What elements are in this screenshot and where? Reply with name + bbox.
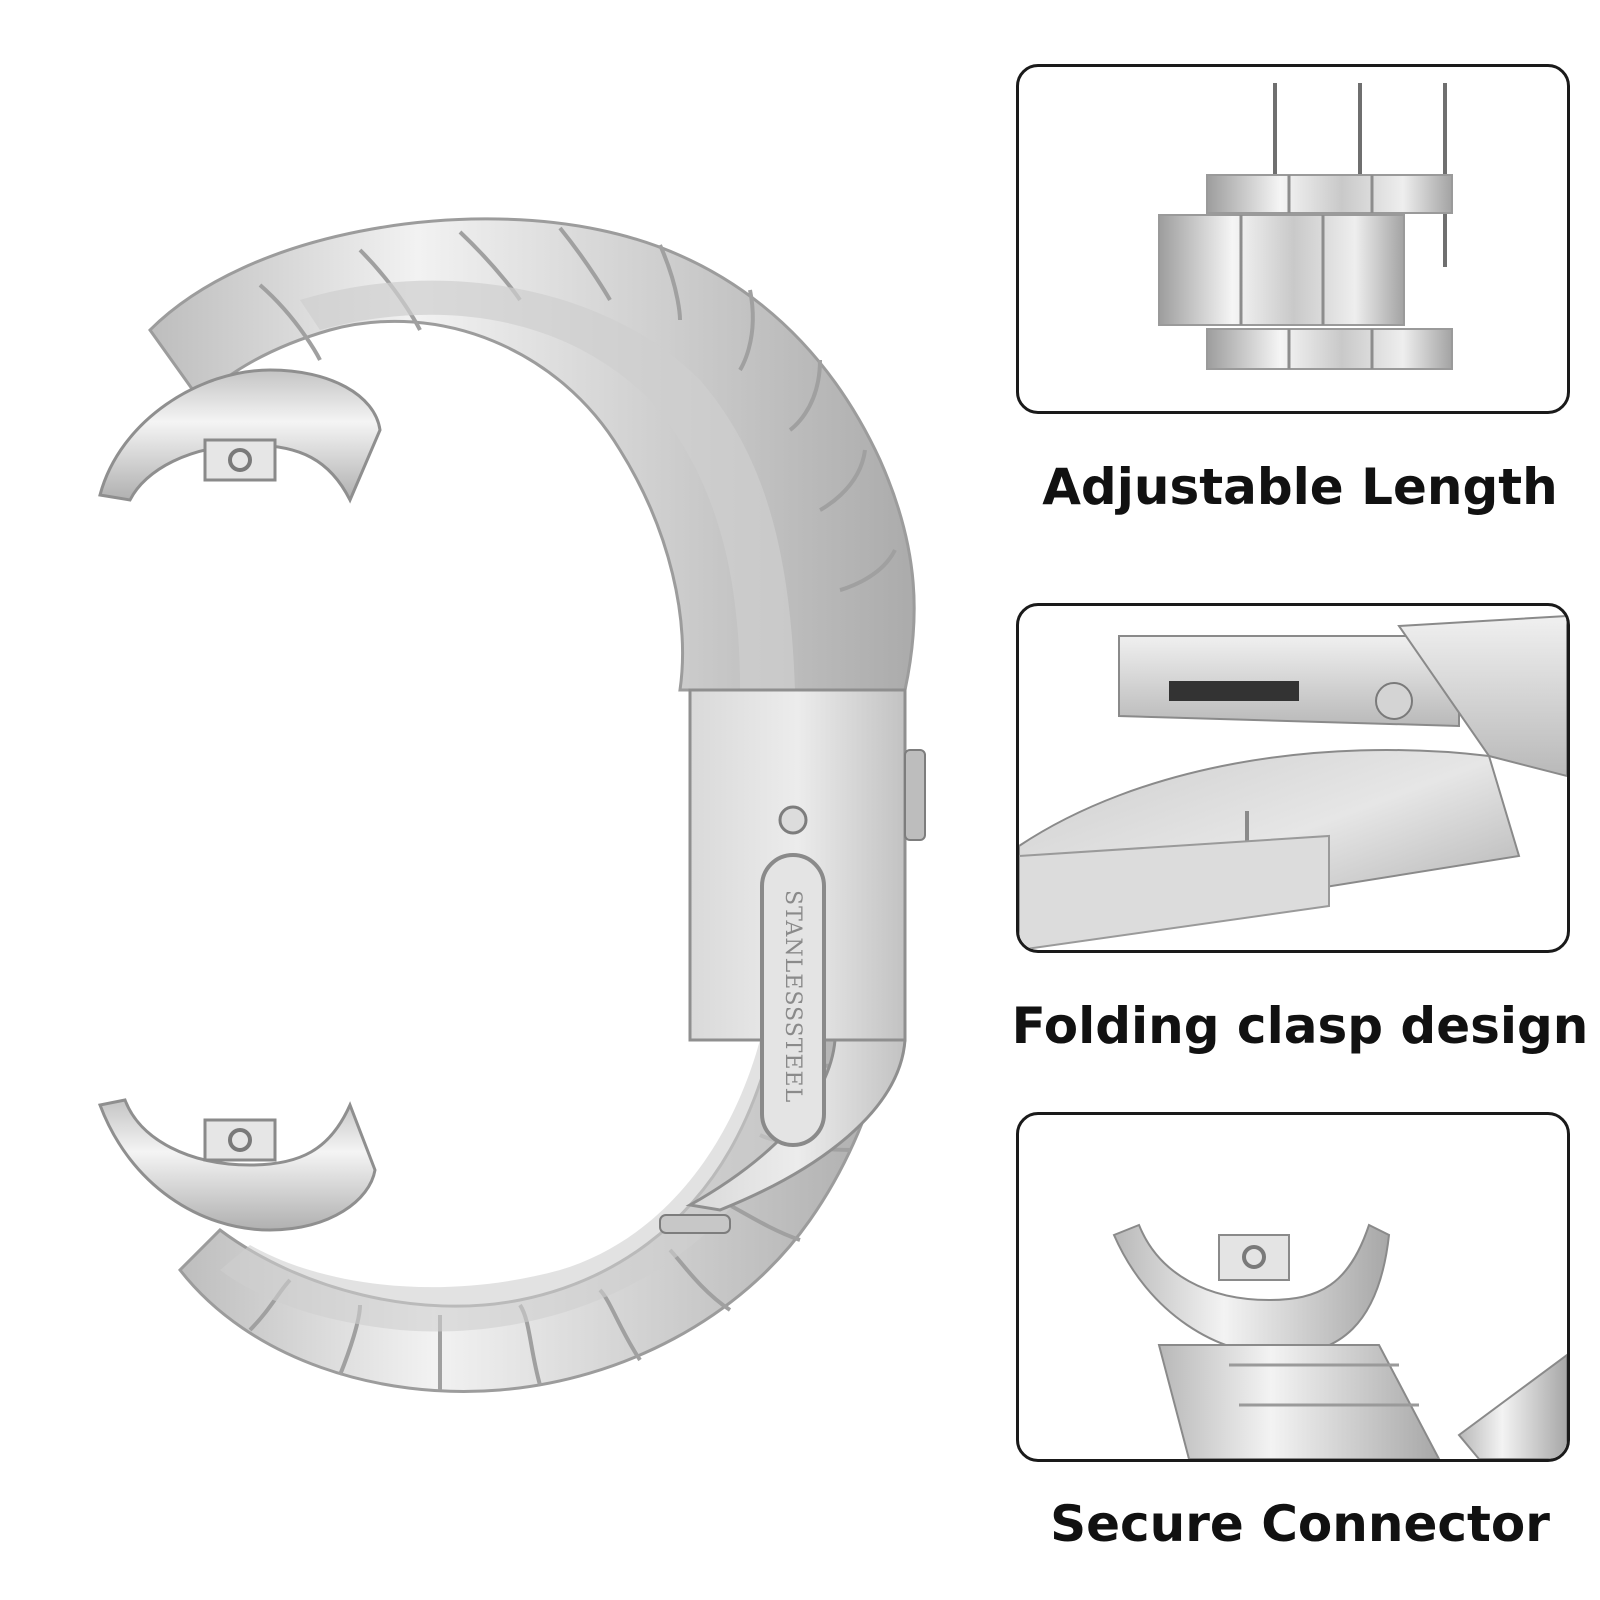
clasp-button-icon bbox=[904, 749, 926, 841]
clasp-closeup-illustration bbox=[1019, 614, 1567, 950]
feature-panel-adjustable-length bbox=[1016, 64, 1570, 414]
feature-panel-folding-clasp bbox=[1016, 603, 1570, 953]
folding-clasp: STANLESSSTEEL bbox=[659, 688, 926, 1234]
connector-lug-icon bbox=[228, 448, 252, 472]
connector-lug-icon bbox=[1242, 1245, 1266, 1269]
connector-closeup-illustration bbox=[1112, 1223, 1567, 1459]
watch-band-illustration: STANLESSSTEEL bbox=[97, 217, 926, 1393]
caption-secure-connector: Secure Connector bbox=[1050, 1495, 1550, 1553]
connector-lug-icon bbox=[228, 1128, 252, 1152]
links-pins-illustration bbox=[1158, 83, 1453, 370]
top-connector bbox=[98, 368, 382, 504]
pin-icon bbox=[778, 805, 808, 835]
engraving-plate bbox=[760, 853, 826, 1147]
bottom-connector bbox=[97, 1098, 377, 1232]
caption-folding-clasp: Folding clasp design bbox=[1011, 997, 1589, 1055]
engraving-text: STANLESSSTEEL bbox=[780, 890, 805, 1103]
feature-panel-secure-connector bbox=[1016, 1112, 1570, 1462]
caption-adjustable-length: Adjustable Length bbox=[1042, 458, 1558, 516]
